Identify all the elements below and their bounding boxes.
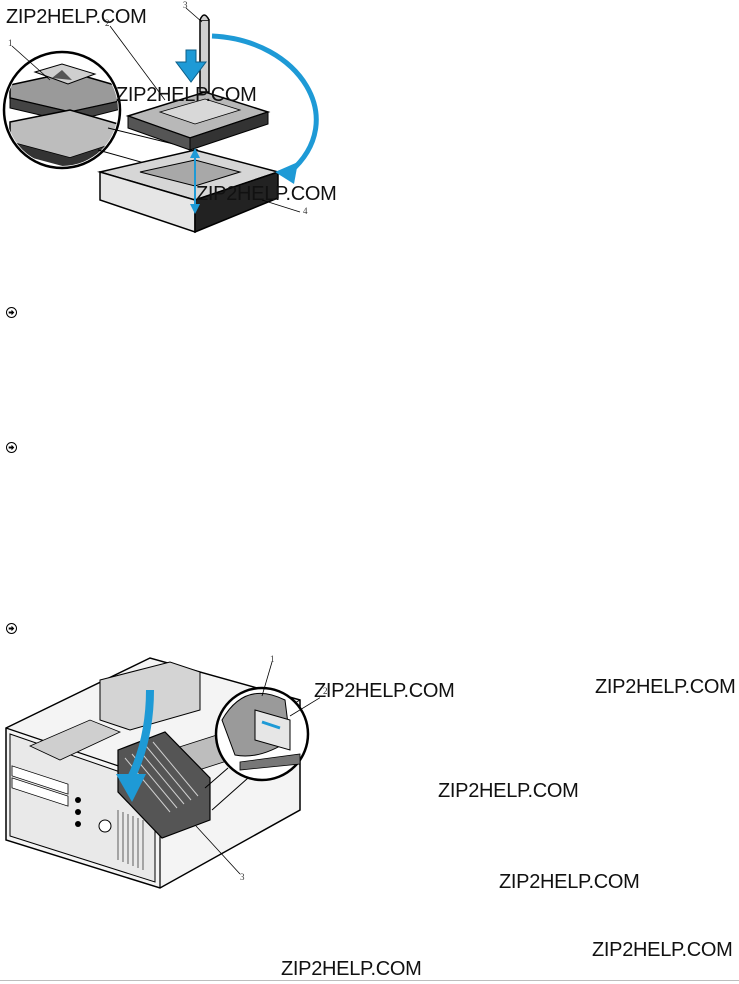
computer-chassis-illustration xyxy=(5,657,327,889)
watermark: ZIP2HELP.COM xyxy=(499,871,640,893)
notice-arrow-icon xyxy=(6,442,17,453)
callout-1: 1 xyxy=(270,654,275,664)
callout-1: 1 xyxy=(8,38,13,48)
watermark: ZIP2HELP.COM xyxy=(281,958,422,980)
callout-3: 3 xyxy=(240,872,245,882)
callout-4: 4 xyxy=(303,206,308,216)
callout-3: 3 xyxy=(183,0,188,10)
watermark: ZIP2HELP.COM xyxy=(116,84,257,106)
watermark: ZIP2HELP.COM xyxy=(196,183,337,205)
heat-sink-figure xyxy=(0,650,327,890)
notice-arrow-icon xyxy=(6,307,17,318)
pin-alignment-icon xyxy=(190,148,200,214)
watermark: ZIP2HELP.COM xyxy=(314,680,455,702)
watermark: ZIP2HELP.COM xyxy=(6,6,147,28)
watermark: ZIP2HELP.COM xyxy=(438,780,579,802)
notice-arrow-icon xyxy=(6,623,17,634)
magnified-latch-view xyxy=(204,686,310,811)
watermark: ZIP2HELP.COM xyxy=(595,676,736,698)
release-lever-icon xyxy=(199,14,210,93)
processor-icon xyxy=(125,91,271,151)
insert-down-arrow-icon xyxy=(175,49,207,83)
callout-2: 2 xyxy=(323,686,328,696)
processor-install-figure xyxy=(0,0,340,240)
watermark: ZIP2HELP.COM xyxy=(592,939,733,961)
lever-rotate-arrow-icon xyxy=(211,33,319,184)
processor-install-illustration xyxy=(2,7,319,234)
callout-2: 2 xyxy=(105,18,110,28)
shroud-arrow-icon xyxy=(116,689,154,802)
page-bottom-divider xyxy=(0,980,739,981)
magnified-corner-view xyxy=(2,50,199,179)
socket-icon xyxy=(97,149,281,234)
